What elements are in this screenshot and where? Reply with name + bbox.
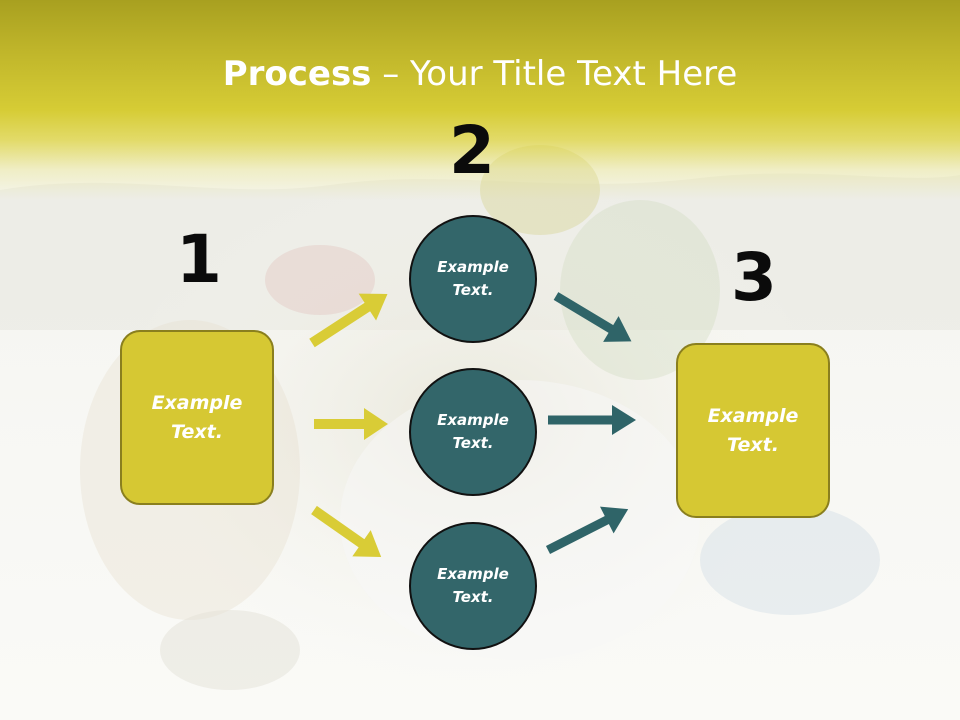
step-number-1: 1 <box>176 221 222 298</box>
process-circle-top[interactable]: Example Text. <box>409 215 537 343</box>
step-number-2: 2 <box>449 112 495 189</box>
process-circle-top-text: Example Text. <box>437 258 509 299</box>
arrow-to-middle-circle <box>314 408 388 440</box>
output-box-text: Example Text. <box>707 404 799 456</box>
arrow-to-top-circle <box>309 293 388 348</box>
slide-title[interactable]: Process – Your Title Text Here <box>0 52 960 96</box>
output-arrows <box>545 292 636 555</box>
process-circle-bottom[interactable]: Example Text. <box>409 522 537 650</box>
process-circle-middle[interactable]: Example Text. <box>409 368 537 496</box>
input-arrows <box>309 293 388 558</box>
process-circle-middle-text: Example Text. <box>437 411 509 452</box>
title-strong: Process <box>222 54 372 94</box>
input-box-text: Example Text. <box>151 391 243 443</box>
arrow-from-bottom-circle <box>545 506 629 555</box>
arrow-from-middle-circle <box>548 405 636 435</box>
process-circle-bottom-text: Example Text. <box>437 565 509 606</box>
arrow-from-top-circle <box>553 292 632 342</box>
arrow-to-bottom-circle <box>311 505 382 558</box>
title-rest: – Your Title Text Here <box>371 54 738 94</box>
step-number-3: 3 <box>731 239 777 316</box>
header-band <box>0 0 960 200</box>
output-box[interactable]: Example Text. <box>676 343 830 518</box>
input-box[interactable]: Example Text. <box>120 330 274 505</box>
